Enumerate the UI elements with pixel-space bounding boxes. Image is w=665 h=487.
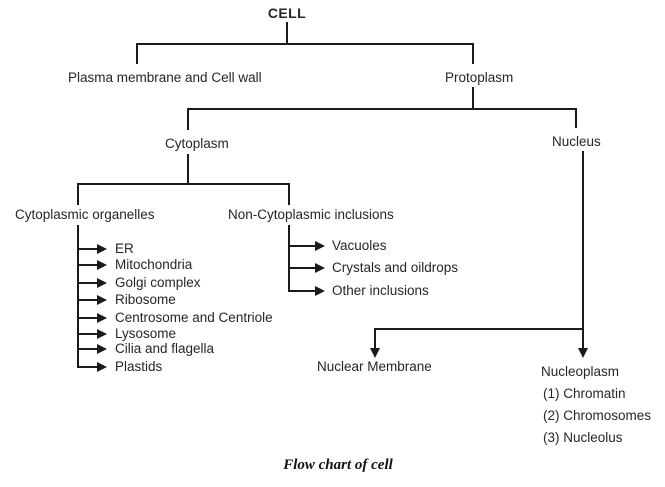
organelle-label: Lysosome bbox=[115, 326, 177, 341]
arrowhead-right-icon bbox=[97, 278, 107, 288]
arrow-shaft bbox=[289, 290, 315, 292]
arrow-shaft bbox=[289, 245, 315, 247]
connector-cell-down bbox=[286, 22, 288, 44]
connector-nuclear-membrane-drop bbox=[374, 328, 376, 348]
arrowhead-right-icon bbox=[315, 263, 325, 273]
organelle-label: Centrosome and Centriole bbox=[115, 310, 273, 325]
connector-level2-horizontal bbox=[187, 108, 577, 110]
inclusion-label: Crystals and oildrops bbox=[332, 260, 459, 275]
connector-level1-horizontal bbox=[136, 43, 474, 45]
arrowhead-right-icon bbox=[97, 244, 107, 254]
organelle-label: Plastids bbox=[115, 359, 163, 374]
arrow-shaft bbox=[78, 248, 97, 250]
inclusion-label: Other inclusions bbox=[332, 283, 429, 298]
arrow-shaft bbox=[78, 317, 97, 319]
arrow-shaft bbox=[78, 333, 97, 335]
node-protoplasm: Protoplasm bbox=[445, 70, 514, 85]
figure-caption: Flow chart of cell bbox=[283, 457, 393, 473]
inclusion-label: Vacuoles bbox=[332, 238, 387, 253]
connector-level3-horizontal bbox=[77, 183, 290, 185]
arrowhead-down-icon bbox=[370, 348, 380, 358]
organelle-label: Cilia and flagella bbox=[115, 341, 215, 356]
arrowhead-right-icon bbox=[97, 313, 107, 323]
connector-protoplasm-down bbox=[472, 87, 474, 109]
connector-nucleus-down bbox=[582, 151, 584, 348]
node-nucleus: Nucleus bbox=[552, 134, 601, 149]
arrowhead-down-icon bbox=[578, 348, 588, 358]
arrow-shaft bbox=[78, 282, 97, 284]
arrow-shaft bbox=[78, 264, 97, 266]
node-nuclear-membrane: Nuclear Membrane bbox=[317, 359, 432, 374]
connector-organelles-drop bbox=[77, 183, 79, 205]
node-cytoplasm: Cytoplasm bbox=[165, 136, 229, 151]
arrow-shaft bbox=[78, 348, 97, 350]
arrowhead-right-icon bbox=[97, 344, 107, 354]
connector-inclusions-spine bbox=[288, 225, 290, 292]
nucleoplasm-item: (3) Nucleolus bbox=[543, 430, 623, 445]
connector-protoplasm-drop bbox=[472, 43, 474, 64]
node-non-cytoplasmic-inclusions: Non-Cytoplasmic inclusions bbox=[228, 207, 394, 222]
arrowhead-right-icon bbox=[97, 260, 107, 270]
arrowhead-right-icon bbox=[315, 286, 325, 296]
node-nucleoplasm: Nucleoplasm bbox=[541, 364, 620, 379]
node-cell: CELL bbox=[267, 5, 307, 21]
organelle-label: Ribosome bbox=[115, 292, 176, 307]
arrow-shaft bbox=[78, 366, 97, 368]
arrowhead-right-icon bbox=[97, 362, 107, 372]
node-cytoplasmic-organelles: Cytoplasmic organelles bbox=[15, 207, 155, 222]
connector-nucleus-drop bbox=[575, 108, 577, 128]
nucleoplasm-item: (1) Chromatin bbox=[543, 386, 626, 401]
connector-cytoplasm-down bbox=[187, 154, 189, 184]
arrowhead-right-icon bbox=[97, 295, 107, 305]
node-plasma-membrane: Plasma membrane and Cell wall bbox=[68, 70, 262, 85]
arrowhead-right-icon bbox=[97, 329, 107, 339]
connector-cytoplasm-drop bbox=[187, 108, 189, 130]
nucleoplasm-item: (2) Chromosomes bbox=[543, 408, 652, 423]
connector-nucleus-horizontal bbox=[374, 328, 584, 330]
arrow-shaft bbox=[289, 267, 315, 269]
connector-inclusions-drop bbox=[288, 183, 290, 205]
arrow-shaft bbox=[78, 299, 97, 301]
connector-organelles-spine bbox=[77, 225, 79, 368]
organelle-label: Mitochondria bbox=[115, 257, 193, 272]
connector-plasma-drop bbox=[136, 43, 138, 64]
organelle-label: ER bbox=[115, 241, 134, 256]
organelle-label: Golgi complex bbox=[115, 275, 201, 290]
arrowhead-right-icon bbox=[315, 241, 325, 251]
